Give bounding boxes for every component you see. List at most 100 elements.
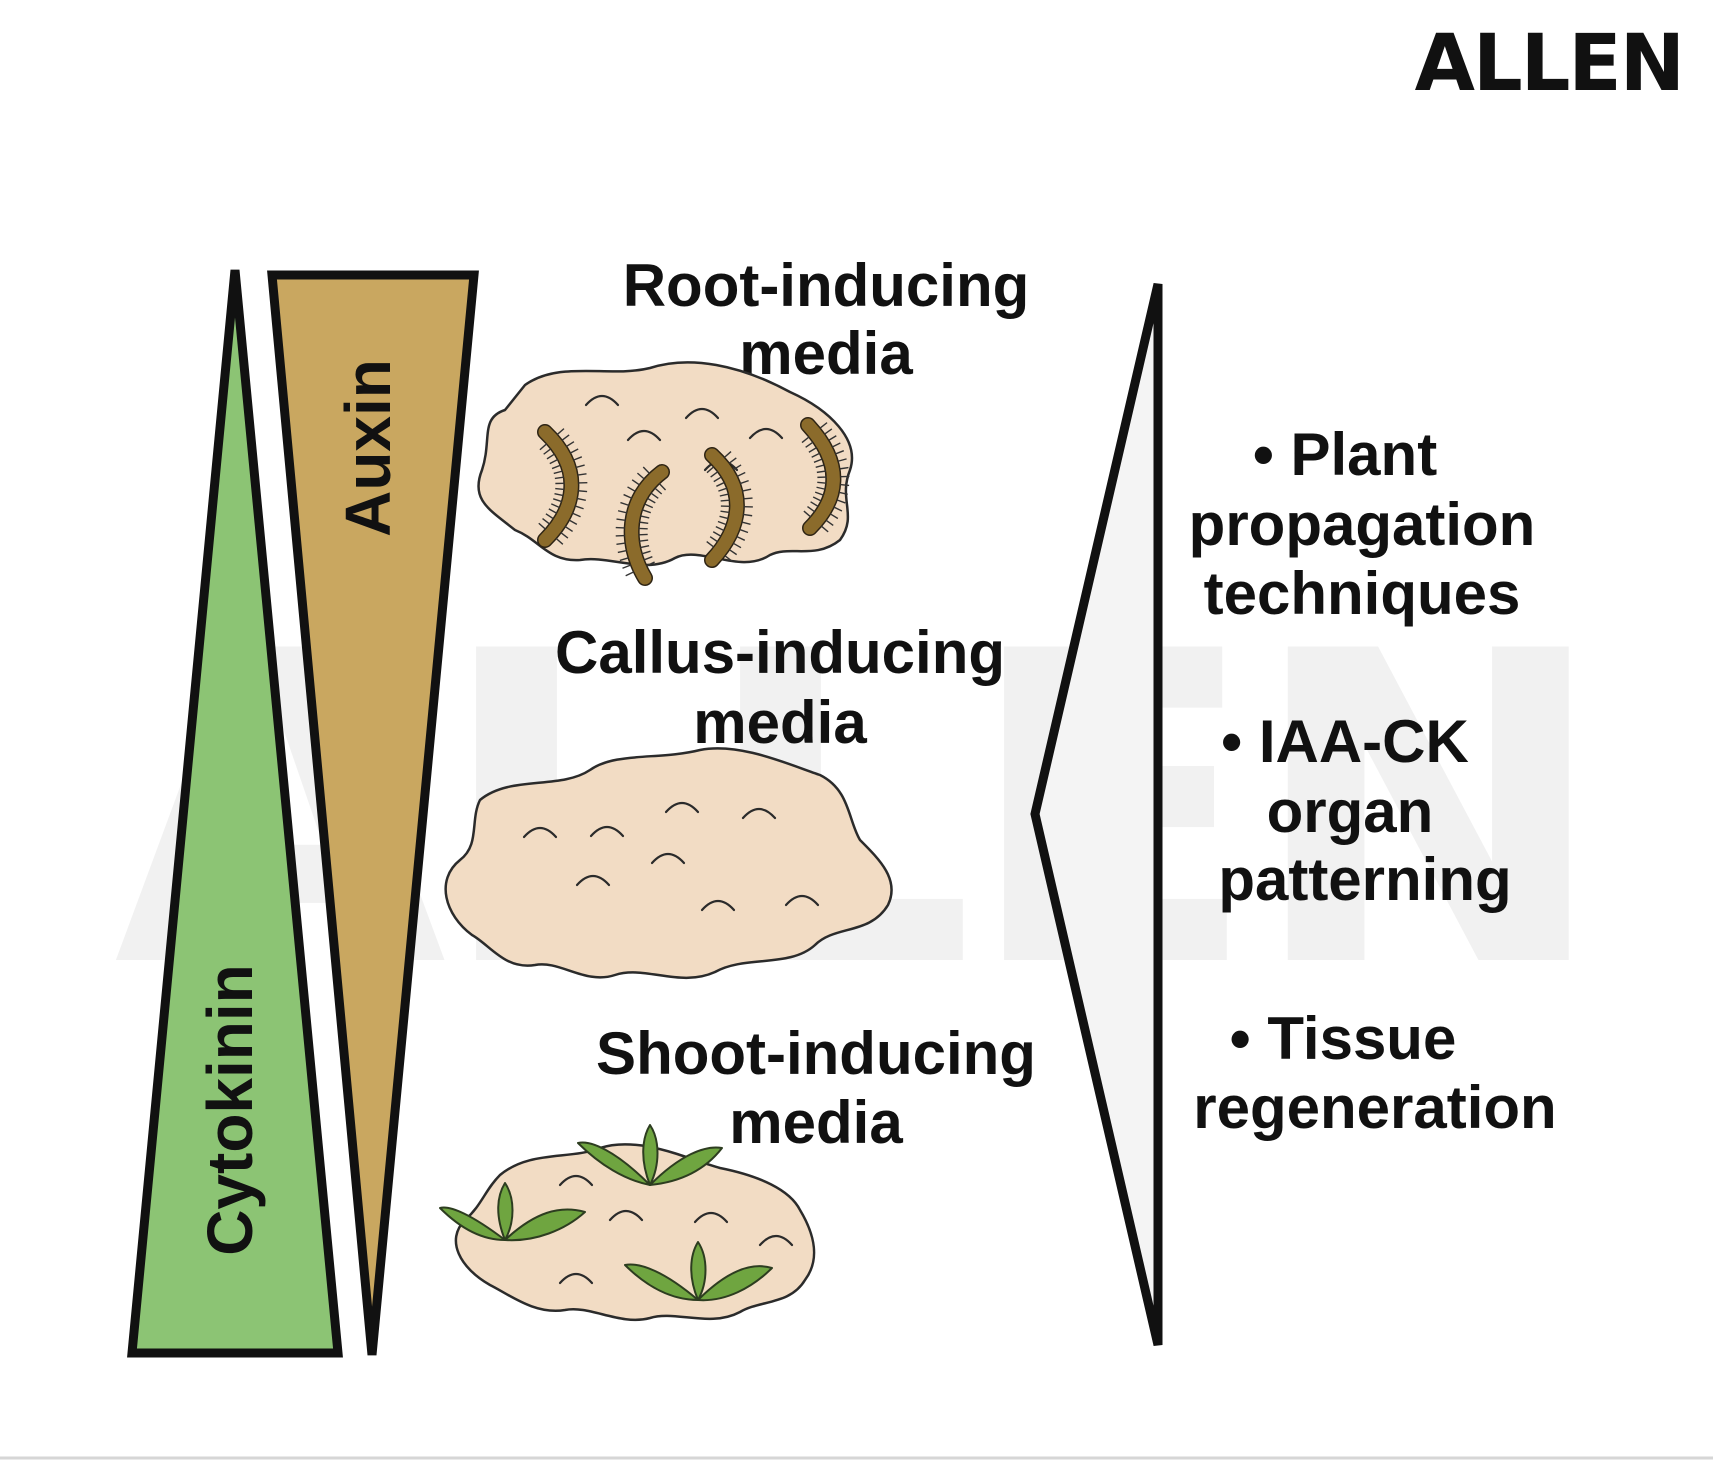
root-hair <box>572 512 581 518</box>
root-hair <box>717 520 727 526</box>
root-hair <box>736 535 746 541</box>
root-hairs <box>538 422 850 577</box>
root-hair <box>829 513 839 520</box>
callus-bump <box>748 427 784 440</box>
root-hair <box>574 505 584 510</box>
application-line: • IAA-CK <box>1221 708 1469 775</box>
application-line: • Plant <box>1253 421 1437 488</box>
root-hair <box>553 470 563 475</box>
root-hair <box>736 471 746 478</box>
root-hair <box>838 491 848 496</box>
root-hair <box>564 525 573 533</box>
root-hair <box>640 515 650 519</box>
root-hair <box>835 450 845 455</box>
callus-illustration <box>444 747 893 980</box>
root-hair <box>732 542 742 549</box>
root-hair <box>815 464 825 469</box>
root-strand <box>625 465 669 585</box>
application-organ-patterning: • IAA-CK organ patterning <box>1218 708 1511 913</box>
root-hair <box>620 501 630 507</box>
root-strand <box>538 425 578 547</box>
root-media-label: Root-inducing media <box>623 252 1030 387</box>
callus-blob <box>444 747 893 980</box>
root-hair <box>808 447 817 453</box>
root-callus-illustration <box>477 361 854 586</box>
root-hair <box>549 458 559 465</box>
root-hair <box>627 486 636 493</box>
root-hair <box>641 550 651 555</box>
cytokinin-wedge <box>127 269 343 1358</box>
root-hair <box>824 428 833 435</box>
allen-logo: ALLEN <box>1415 19 1683 109</box>
root-hair <box>565 441 575 448</box>
callus-bump <box>608 1209 644 1222</box>
root-hair <box>733 464 742 471</box>
root-hair <box>825 519 834 527</box>
root-hair <box>805 441 814 448</box>
application-line: organ <box>1267 778 1434 845</box>
application-line: • Tissue <box>1230 1005 1457 1072</box>
root-hair <box>555 537 564 545</box>
root-hair <box>552 498 562 503</box>
shoot-cluster <box>624 1241 773 1302</box>
callus-bump <box>700 899 736 912</box>
callus-bump <box>741 807 777 820</box>
root-hair <box>811 452 821 458</box>
root-hair <box>554 493 564 497</box>
root-hair <box>839 466 849 470</box>
root-hair <box>654 487 663 495</box>
leaf <box>690 1241 707 1301</box>
root-hair <box>538 522 547 530</box>
root-hair <box>546 453 555 460</box>
application-line: regeneration <box>1193 1074 1556 1141</box>
root-hair <box>636 472 645 480</box>
root-hair <box>642 466 651 474</box>
root-hair <box>720 510 730 514</box>
root-hair <box>539 443 548 451</box>
root-hair <box>576 497 586 502</box>
root-hair <box>716 481 725 487</box>
root-strands <box>537 417 842 586</box>
root-hair <box>643 556 653 561</box>
shoot-media-label: Shoot-inducing media <box>596 1020 1036 1156</box>
root-hair <box>548 508 558 514</box>
root-hair <box>810 501 819 508</box>
root-hair <box>616 518 626 521</box>
shoot-media-line1: Shoot-inducing <box>596 1020 1036 1087</box>
root-hair <box>625 571 635 577</box>
root-hair <box>801 436 810 444</box>
root-hair <box>640 544 650 549</box>
root-hair <box>647 497 656 504</box>
callus-bump <box>693 1211 729 1224</box>
root-hair <box>617 510 627 514</box>
root-hair <box>650 492 659 499</box>
root-hair <box>812 496 822 502</box>
application-line: patterning <box>1218 846 1511 913</box>
callus-bump <box>784 894 820 907</box>
root-hair <box>560 532 569 539</box>
root-hair <box>573 456 583 461</box>
leaf <box>649 1146 723 1186</box>
root-hair <box>639 539 649 542</box>
root-hair <box>719 493 729 497</box>
shoot-media-line2: media <box>729 1089 903 1156</box>
auxin-gradient: Auxin <box>267 270 479 1356</box>
application-line: propagation <box>1189 491 1536 558</box>
root-hair <box>816 470 826 474</box>
callus-media-line1: Callus-inducing <box>555 619 1005 686</box>
application-line: techniques <box>1204 560 1521 627</box>
applications-list: • Plant propagation techniques • IAA-CK … <box>1189 421 1557 1141</box>
leaf <box>697 1265 773 1302</box>
callus-bump <box>584 394 620 407</box>
callus-media-label: Callus-inducing media <box>555 619 1005 756</box>
root-hair <box>739 479 749 485</box>
leaf <box>504 1208 586 1242</box>
root-hair <box>575 464 585 469</box>
callus-bump <box>558 1174 594 1187</box>
root-hair <box>622 564 632 569</box>
root-hair <box>706 466 715 474</box>
root-hair <box>710 471 719 478</box>
root-hair <box>658 483 667 491</box>
root-hair <box>836 499 846 504</box>
